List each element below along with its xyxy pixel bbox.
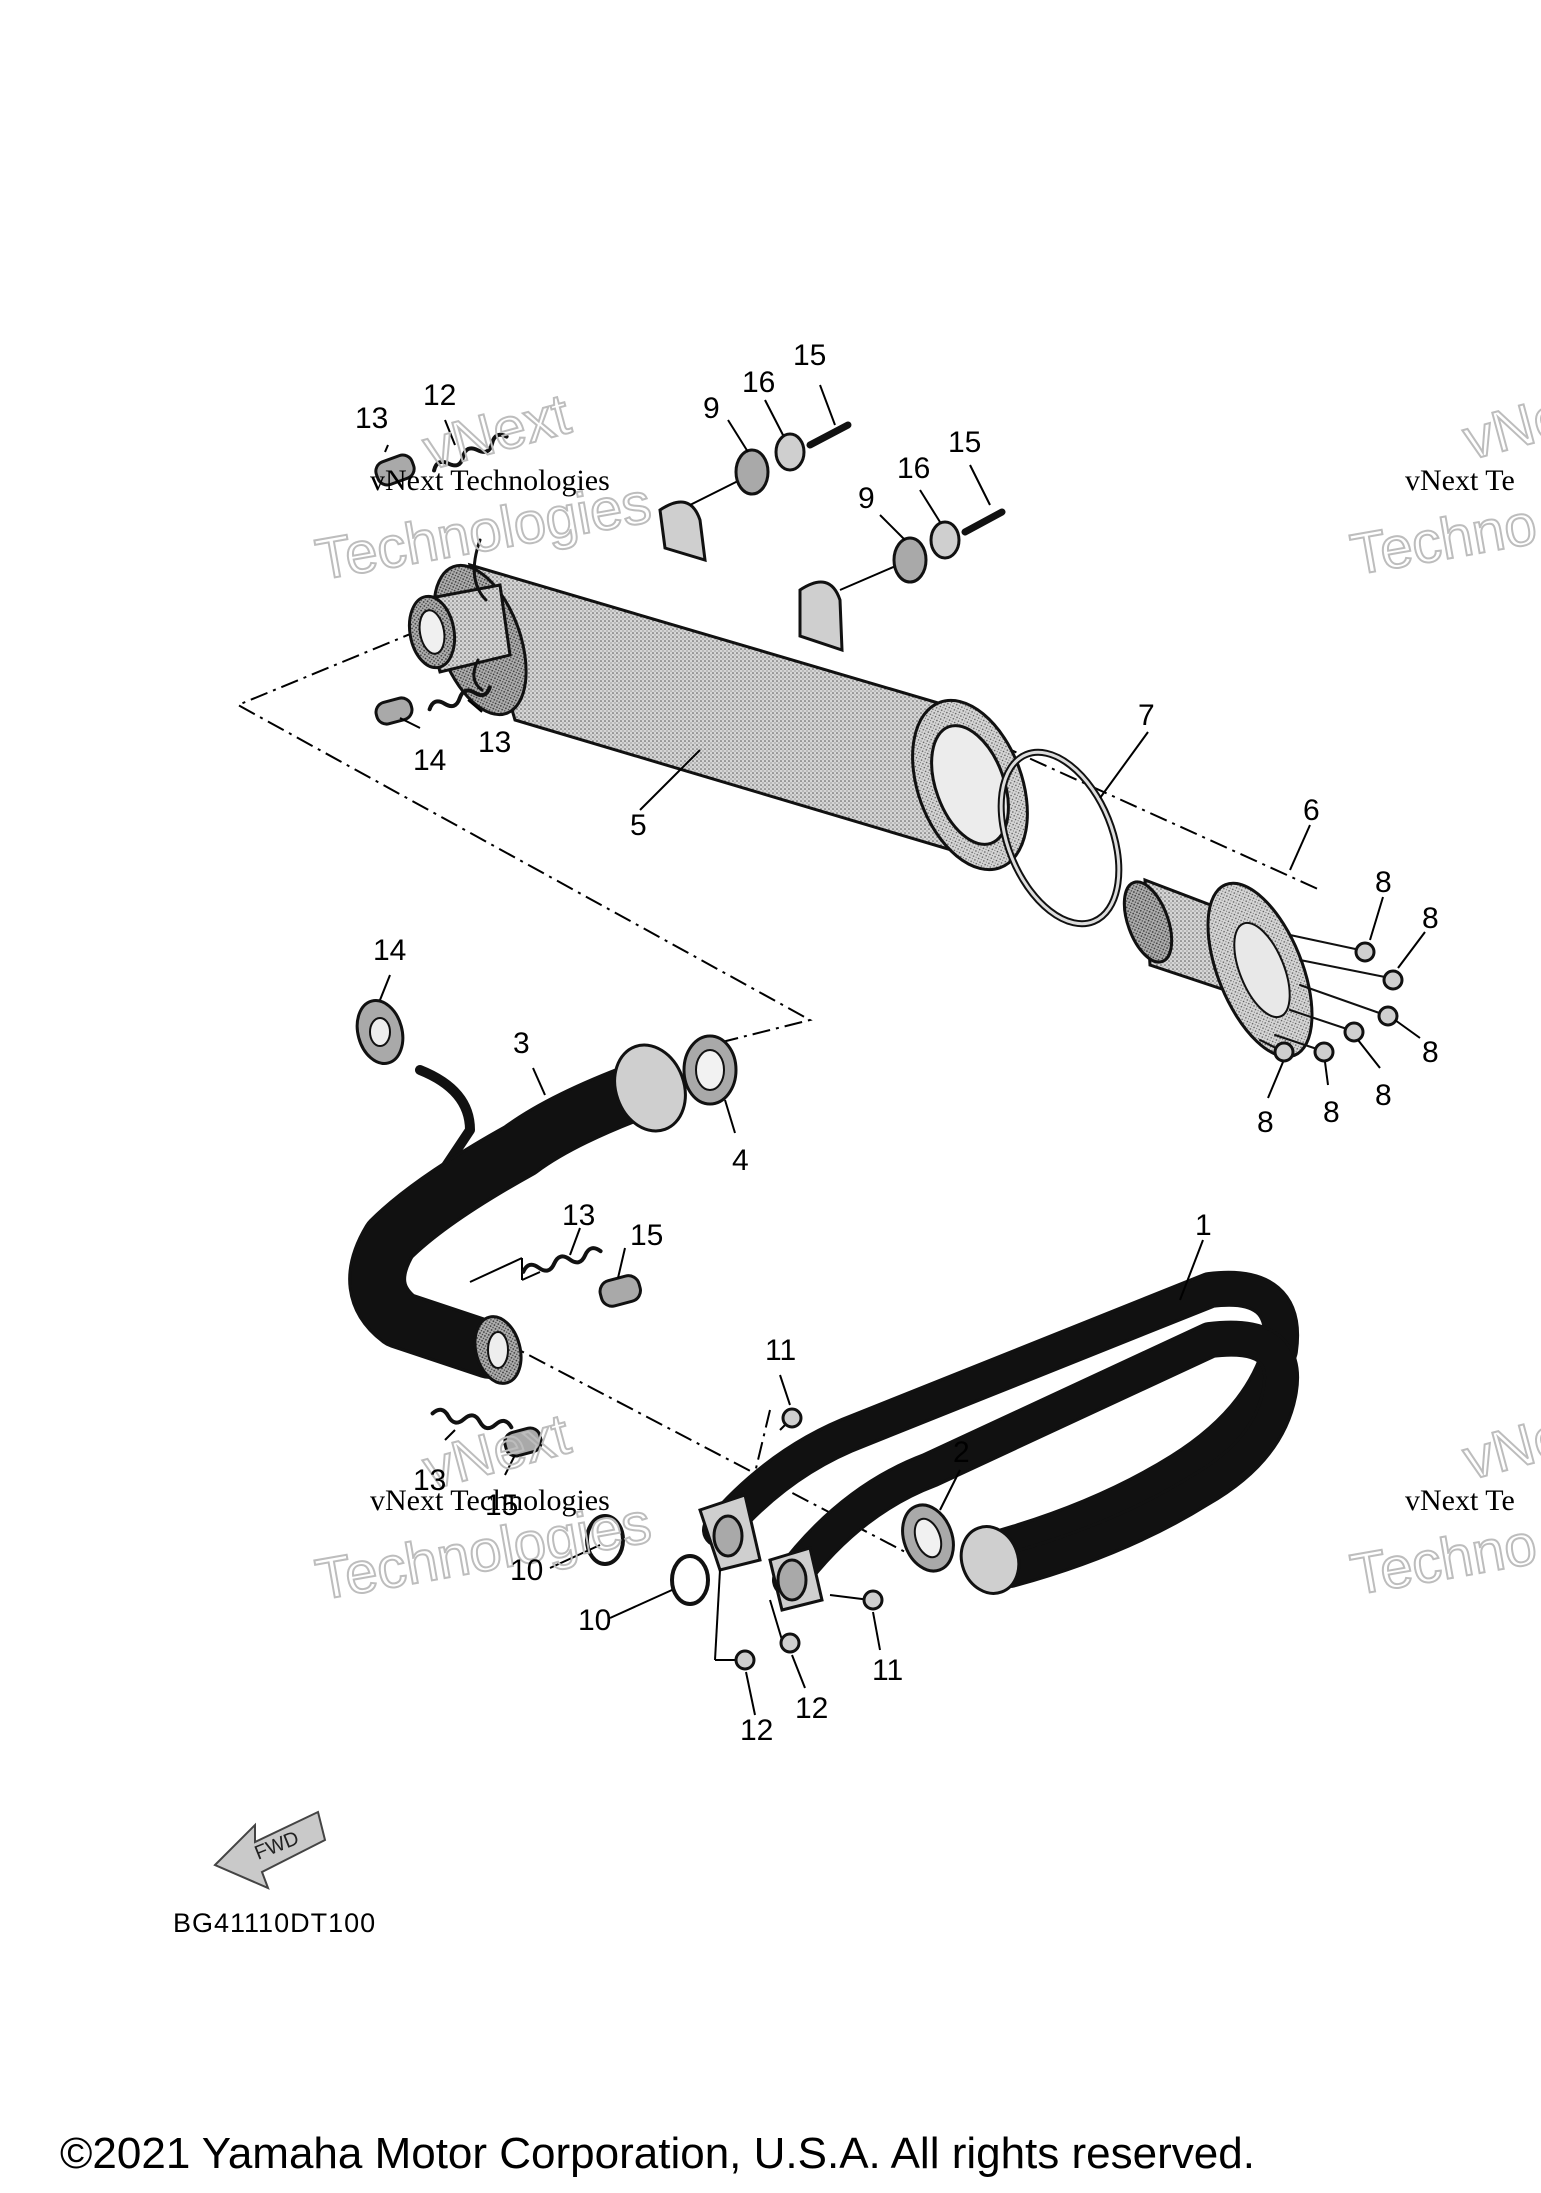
gasket [997,748,1123,928]
spark-arrester [1122,877,1314,1059]
watermark-vnext-technologies-right-top: vNext Te [1405,464,1515,497]
mid-pipe [348,999,687,1385]
muffler [407,500,1029,872]
watermark-technologies-right-top: Techno [1346,491,1541,587]
callout-15: 15 [948,426,981,459]
watermark-vnext-technologies-bottom: vNext Technologies [370,1484,610,1517]
callout-16: 16 [897,452,930,485]
header-seal [901,1503,955,1573]
callout-12: 12 [423,379,456,412]
watermark-vnext-right-top: vNe [1457,383,1541,472]
callout-leaders [379,384,1426,1716]
diagram-code: BG41110DT100 [173,1908,376,1938]
callout-8: 8 [1257,1106,1274,1139]
exhaust-header [698,1270,1300,1612]
callout-1: 1 [1195,1209,1212,1242]
callout-2: 2 [953,1436,970,1469]
callout-13: 13 [355,402,388,435]
callout-14: 14 [373,934,406,967]
callout-12: 13 [562,1199,595,1232]
callout-10: 10 [510,1554,543,1587]
nuts-11 [714,1407,884,1671]
callout-11: 12 [795,1692,828,1725]
copyright-notice: ©2021 Yamaha Motor Corporation, U.S.A. A… [60,2129,1255,2178]
callout-16: 16 [742,366,775,399]
callout-8: 8 [1375,1079,1392,1112]
callout-15: 15 [793,339,826,372]
callout-11: 11 [765,1334,796,1367]
watermark-vnext-technologies-top: vNext Technologies [370,464,610,497]
callout-3: 3 [513,1027,530,1060]
fwd-arrow: FWD [213,1810,327,1890]
header-gaskets [585,1514,710,1606]
callout-labels: 13 12 9 16 15 9 16 15 14 13 5 7 6 8 8 8 … [355,339,1439,1747]
callout-13: 15 [630,1219,663,1252]
watermark-vnext-right-bottom: vNe [1457,1403,1541,1492]
mounting-hardware [689,421,1006,591]
callout-8: 8 [1422,902,1439,935]
watermark-vnext-technologies-right-bottom: vNext Te [1405,1484,1515,1517]
callout-8: 8 [1422,1036,1439,1069]
watermark-technologies-right-bottom: Techno [1346,1511,1541,1607]
callout-4: 4 [732,1144,749,1177]
callout-13: 15 [485,1489,518,1522]
callout-6: 6 [1303,794,1320,827]
seal-ring [682,1034,738,1106]
callout-8: 8 [1375,866,1392,899]
middle-springs [430,1246,642,1458]
callout-7: 7 [1138,699,1155,732]
callout-11: 11 [872,1654,903,1687]
callout-5: 5 [630,809,647,842]
callout-11: 12 [740,1714,773,1747]
screws-8 [1259,934,1404,1063]
callout-13: 14 [413,744,446,777]
upper-springs [374,432,509,726]
callout-9: 9 [858,482,875,515]
callout-10: 10 [578,1604,611,1637]
callout-12: 13 [413,1464,446,1497]
callout-8: 8 [1323,1096,1340,1129]
callout-9: 9 [703,392,720,425]
callout-12: 13 [478,726,511,759]
